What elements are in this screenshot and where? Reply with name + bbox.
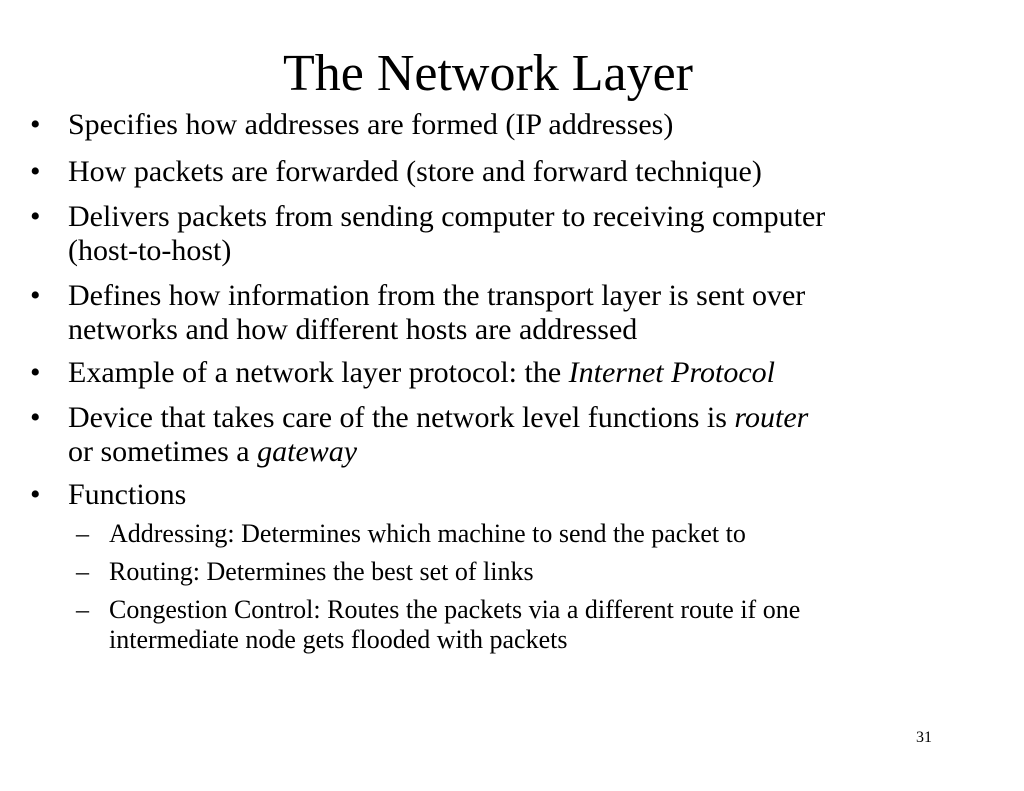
page-number: 31 — [916, 729, 932, 746]
sub-bullet-text: Congestion Control: Routes the packets v… — [109, 595, 801, 624]
bullet-text-emphasis: gateway — [257, 435, 358, 468]
bullet-marker: • — [30, 478, 41, 511]
bullet-text: Delivers packets from sending computer t… — [68, 200, 826, 233]
sub-bullet-text: Routing: Determines the best set of link… — [109, 557, 534, 586]
bullet-text-emphasis: router — [734, 401, 809, 434]
bullet-marker: • — [30, 155, 41, 188]
bullet-marker: • — [30, 108, 41, 141]
sub-bullet-marker: – — [76, 519, 89, 548]
bullet-text: or sometimes a gateway — [68, 435, 357, 469]
bullet-marker: • — [30, 200, 41, 233]
sub-bullet-marker: – — [76, 557, 89, 586]
sub-bullet-text: Addressing: Determines which machine to … — [109, 519, 746, 548]
bullet-text-plain: Example of a network layer protocol: the — [68, 356, 569, 389]
slide-title: The Network Layer — [282, 45, 694, 102]
bullet-marker: • — [30, 279, 41, 312]
bullet-text: (host-to-host) — [68, 234, 232, 267]
bullet-text: Defines how information from the transpo… — [68, 279, 806, 312]
bullet-marker: • — [30, 401, 41, 434]
bullet-text: Example of a network layer protocol: the… — [68, 356, 775, 390]
bullet-marker: • — [30, 356, 41, 389]
bullet-text: How packets are forwarded (store and for… — [68, 155, 762, 188]
bullet-text-emphasis: Internet Protocol — [568, 356, 775, 389]
bullet-text: Specifies how addresses are formed (IP a… — [68, 108, 674, 141]
bullet-text: Device that takes care of the network le… — [68, 401, 808, 435]
sub-bullet-marker: – — [76, 595, 89, 624]
bullet-text: Functions — [68, 478, 187, 511]
bullet-text-plain: or sometimes a — [68, 435, 258, 468]
sub-bullet-text: intermediate node gets flooded with pack… — [109, 625, 568, 654]
bullet-text: networks and how different hosts are add… — [68, 313, 638, 346]
bullet-text-plain: Device that takes care of the network le… — [68, 401, 735, 434]
